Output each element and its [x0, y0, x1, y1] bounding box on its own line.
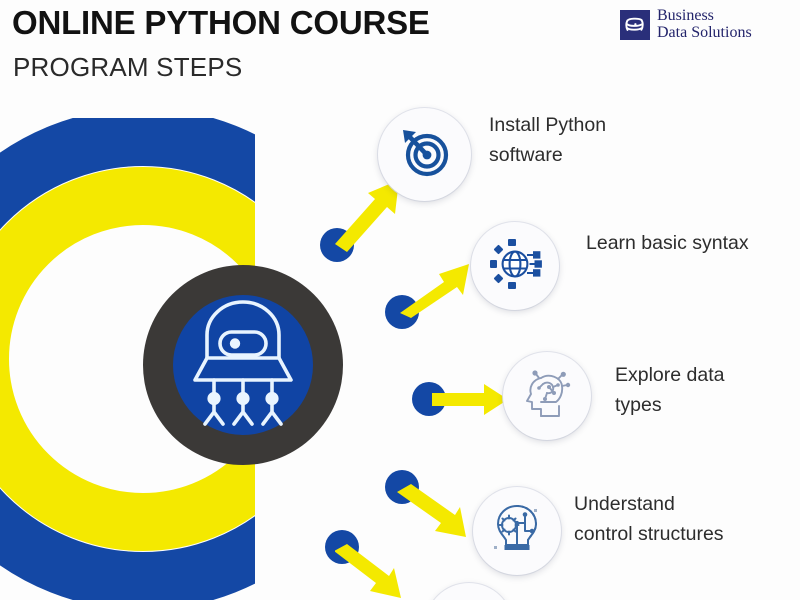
center-emblem — [143, 265, 343, 465]
step-2-label: Learn basic syntax — [586, 228, 749, 258]
database-stack-icon — [620, 9, 650, 40]
brand-logo-line1: Business — [657, 7, 714, 24]
brand-logo-line2: Data Solutions — [657, 23, 752, 41]
step-3-label-line1: Explore data — [615, 364, 725, 386]
step-4-label-line2: control structures — [574, 523, 724, 546]
step-1-label: Install Python software — [489, 110, 606, 170]
header: ONLINE PYTHON COURSE PROGRAM STEPS — [0, 0, 800, 95]
step-4-label: Understand control structures — [574, 489, 724, 549]
step-5-badge[interactable] — [425, 583, 513, 600]
step-3-badge[interactable] — [503, 352, 591, 440]
lightbulb-gear-circuit-icon — [490, 501, 544, 562]
brain-head-network-icon — [519, 366, 575, 427]
step-2-label-line1: Learn basic syntax — [586, 232, 749, 254]
step-1-badge[interactable] — [378, 108, 471, 201]
brand-logo: Business Data Solutions — [620, 7, 752, 42]
step-5-dot[interactable] — [325, 530, 359, 564]
brand-logo-text: Business Data Solutions — [657, 7, 752, 42]
step-1-label-line2: software — [489, 144, 563, 167]
step-2-badge[interactable] — [471, 222, 559, 310]
step-3-label-line2: types — [615, 394, 662, 417]
step-3-label: Explore data types — [615, 360, 725, 420]
page-title: ONLINE PYTHON COURSE — [12, 4, 430, 41]
step-1-label-line1: Install Python — [489, 114, 607, 136]
robot-ai-icon — [180, 300, 306, 430]
step-4-badge[interactable] — [473, 487, 561, 575]
step-4-label-line1: Understand — [574, 493, 675, 515]
target-arrow-icon — [397, 124, 453, 185]
page-subtitle: PROGRAM STEPS — [13, 52, 243, 82]
gear-globe-network-icon — [488, 237, 542, 296]
concentric-arc-graphic — [0, 118, 255, 600]
